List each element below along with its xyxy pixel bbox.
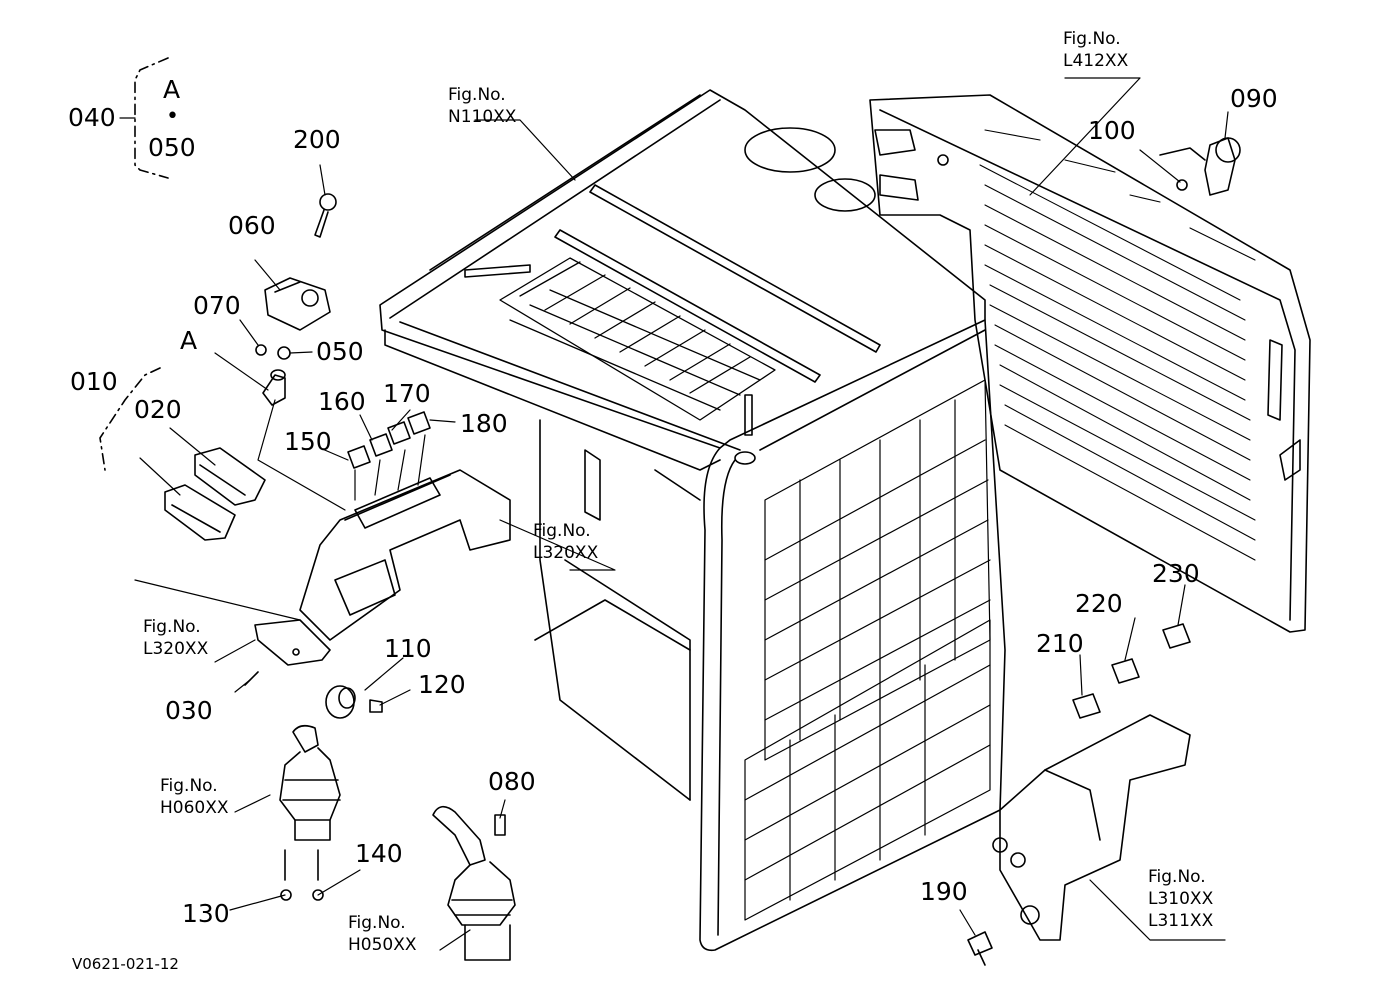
bolt-120 bbox=[369, 699, 383, 713]
fig-ref-label: Fig.No. bbox=[533, 521, 591, 541]
part-150: 150 bbox=[284, 427, 332, 456]
bracket-030 bbox=[244, 619, 331, 686]
part-170: 170 bbox=[383, 379, 431, 408]
fig-ref-code: L412XX bbox=[1063, 51, 1129, 71]
part-230: 230 bbox=[1152, 559, 1200, 588]
part-040: 040 bbox=[68, 103, 116, 132]
part-220: 220 bbox=[1075, 589, 1123, 618]
fig-ref-code: H060XX bbox=[160, 798, 229, 818]
joystick-left bbox=[279, 724, 341, 901]
part-210: 210 bbox=[1036, 629, 1084, 658]
ref-marker-a: A bbox=[180, 326, 198, 355]
bracket-ref-a: A bbox=[163, 75, 181, 104]
socket-assembly bbox=[255, 344, 291, 406]
rear-panel bbox=[869, 94, 1311, 633]
left-console bbox=[299, 469, 511, 641]
bracket-part-050: 050 bbox=[148, 133, 196, 162]
leader-lines bbox=[119, 77, 1229, 951]
cover-020 bbox=[194, 447, 266, 506]
fig-ref-label: Fig.No. bbox=[143, 617, 201, 637]
part-090: 090 bbox=[1230, 84, 1278, 113]
cover-010 bbox=[164, 484, 236, 541]
part-020: 020 bbox=[134, 395, 182, 424]
fig-ref-code: H050XX bbox=[348, 935, 417, 955]
joystick-right bbox=[432, 805, 516, 961]
key-200 bbox=[314, 193, 337, 238]
key-switch-060 bbox=[264, 277, 331, 331]
fig-ref-l320xx-bracket: Fig.No. L320XX bbox=[143, 616, 208, 660]
fig-ref-l320xx-console: Fig.No. L320XX bbox=[533, 520, 598, 564]
part-180: 180 bbox=[460, 409, 508, 438]
right-console bbox=[992, 714, 1191, 941]
fig-ref-label: Fig.No. bbox=[348, 913, 406, 933]
part-060: 060 bbox=[228, 211, 276, 240]
fig-ref-l310xx-l311xx: Fig.No. L310XX L311XX bbox=[1148, 866, 1213, 932]
switch-group bbox=[347, 411, 431, 469]
drawing-code: V0621-021-12 bbox=[72, 955, 179, 973]
fig-ref-label: Fig.No. bbox=[1148, 867, 1206, 887]
cab-frame bbox=[379, 89, 1006, 952]
fig-ref-n110xx: Fig.No. N110XX bbox=[448, 84, 516, 128]
fig-ref-label: Fig.No. bbox=[448, 85, 506, 105]
group-bracket bbox=[99, 57, 169, 471]
fig-ref-code: L311XX bbox=[1148, 911, 1214, 931]
part-120: 120 bbox=[418, 670, 466, 699]
fig-ref-label: Fig.No. bbox=[160, 776, 218, 796]
part-160: 160 bbox=[318, 387, 366, 416]
part-100: 100 bbox=[1088, 116, 1136, 145]
part-110: 110 bbox=[384, 634, 432, 663]
part-140: 140 bbox=[355, 839, 403, 868]
fig-ref-label: Fig.No. bbox=[1063, 29, 1121, 49]
fig-ref-code: L320XX bbox=[143, 639, 209, 659]
part-050: 050 bbox=[316, 337, 364, 366]
part-190: 190 bbox=[920, 877, 968, 906]
fig-ref-code: L320XX bbox=[533, 543, 599, 563]
part-200: 200 bbox=[293, 125, 341, 154]
part-080: 080 bbox=[488, 767, 536, 796]
part-130: 130 bbox=[182, 899, 230, 928]
switches-210-230 bbox=[1072, 623, 1191, 719]
fig-ref-code: N110XX bbox=[448, 107, 517, 127]
buzzer-090 bbox=[1159, 137, 1241, 196]
fig-ref-h060xx: Fig.No. H060XX bbox=[160, 775, 229, 819]
fig-ref-h050xx: Fig.No. H050XX bbox=[348, 912, 417, 956]
fig-ref-l412xx: Fig.No. L412XX bbox=[1063, 28, 1128, 72]
dial-110 bbox=[325, 685, 356, 719]
part-030: 030 bbox=[165, 696, 213, 725]
part-070: 070 bbox=[193, 291, 241, 320]
key-190 bbox=[967, 931, 993, 966]
part-010: 010 bbox=[70, 367, 118, 396]
bracket-separator: • bbox=[166, 104, 179, 129]
fig-ref-code: L310XX bbox=[1148, 889, 1214, 909]
